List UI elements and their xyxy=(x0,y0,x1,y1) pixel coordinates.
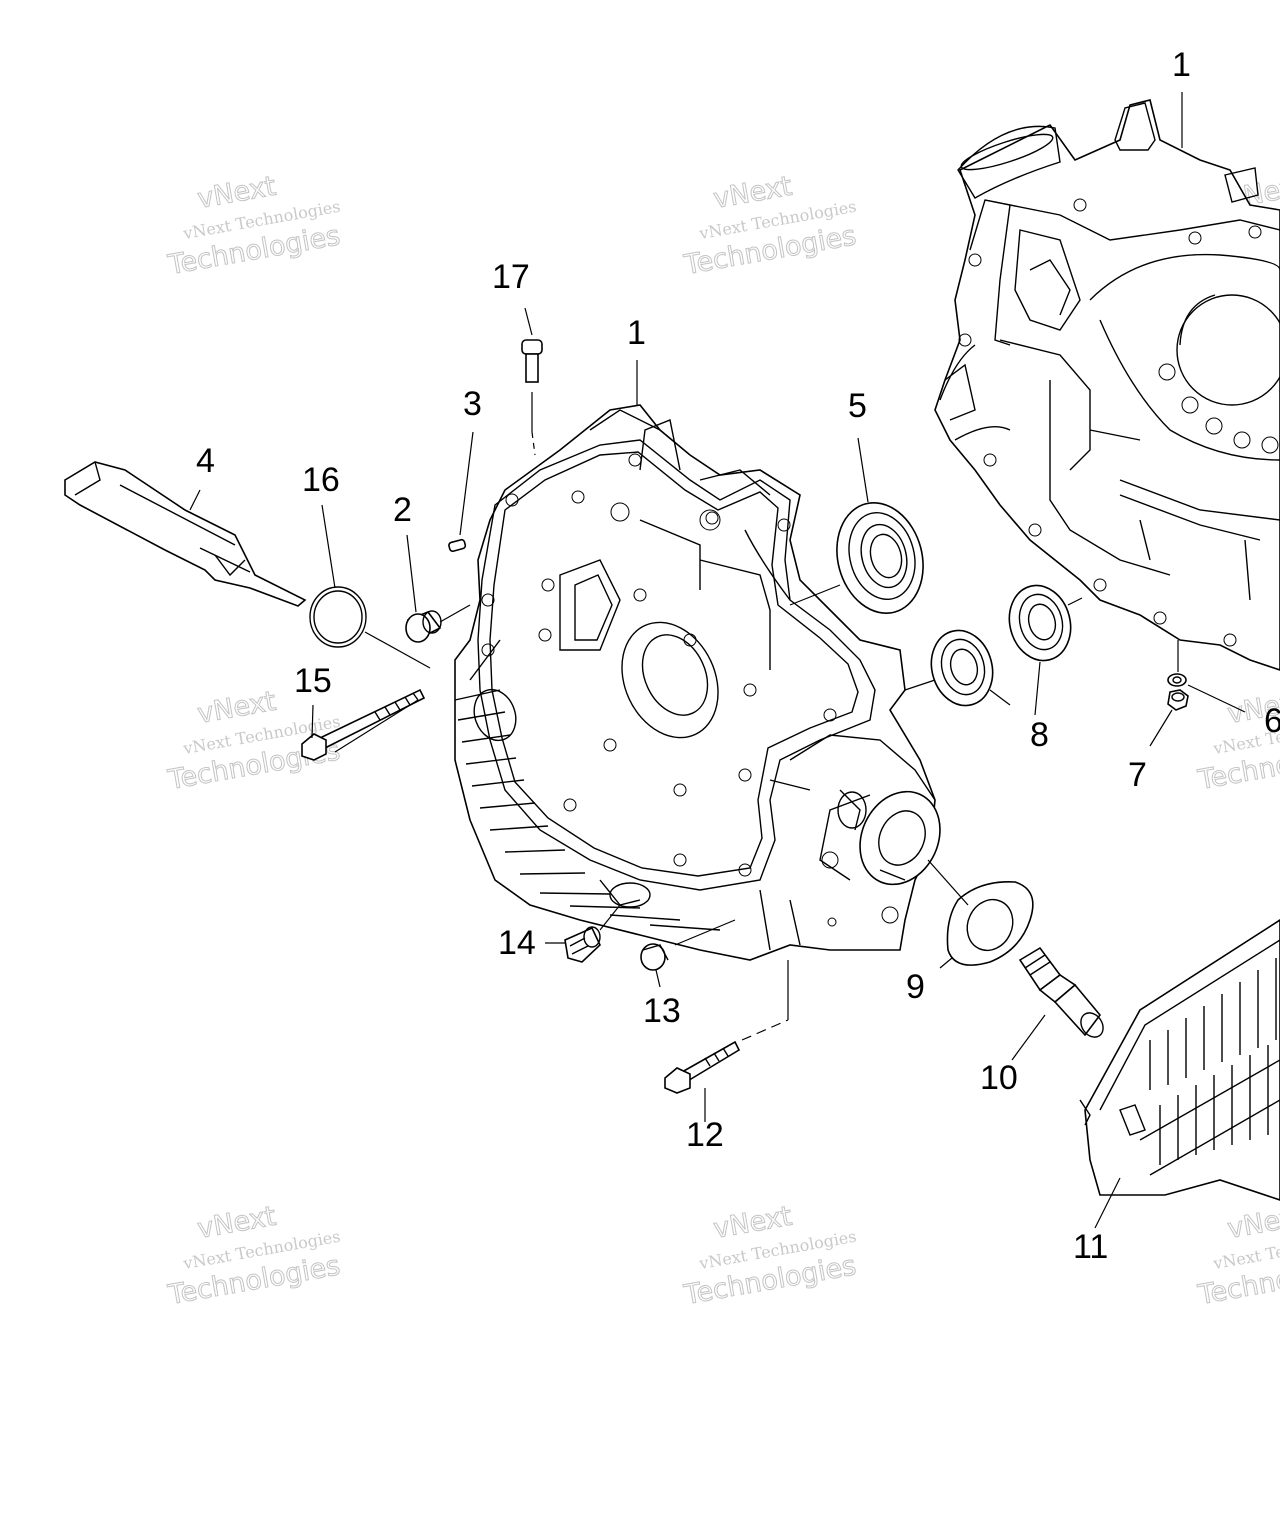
part-11-finned-cover xyxy=(1079,919,1280,1201)
callout-12: 12 xyxy=(686,1116,724,1154)
watermark-top-middle: vNext vNext Technologies Technologies xyxy=(681,170,859,281)
watermark-bottom-right: vNext vNext Technologies Technologies xyxy=(1195,1200,1280,1311)
watermark-top-left: vNext vNext Technologies Technologies xyxy=(165,170,343,281)
part-6-washer xyxy=(1167,673,1187,687)
part-8-bearing-lower xyxy=(930,629,994,707)
part-3-dowel-pin xyxy=(448,538,467,553)
watermark-big-line1: vNext xyxy=(195,171,278,215)
part-14-screw-plug xyxy=(564,926,601,963)
callout-9: 9 xyxy=(906,968,925,1006)
part-15-long-bolt xyxy=(301,688,426,761)
callout-15: 15 xyxy=(294,662,332,700)
callout-5: 5 xyxy=(848,387,867,425)
crankcase-left-half xyxy=(454,404,941,961)
part-17-bolt xyxy=(521,339,543,432)
callout-1-left-case: 1 xyxy=(627,314,646,352)
callout-13: 13 xyxy=(643,992,681,1030)
callout-6: 6 xyxy=(1264,702,1280,740)
watermark-big-line1: vNext xyxy=(711,1201,794,1245)
callout-1-right-case: 1 xyxy=(1172,46,1191,84)
part-8-bearing-upper xyxy=(1008,584,1072,662)
callout-2: 2 xyxy=(393,491,412,529)
leader-lines xyxy=(189,92,1246,1229)
callout-17: 17 xyxy=(492,258,530,296)
callout-14: 14 xyxy=(498,924,536,962)
part-2-collar xyxy=(405,610,442,643)
callout-3: 3 xyxy=(463,385,482,423)
callout-7: 7 xyxy=(1128,756,1147,794)
watermark-big-line1: vNext xyxy=(195,686,278,730)
part-16-o-ring xyxy=(309,586,367,648)
part-12-bolt xyxy=(664,1040,741,1094)
part-9-gasket xyxy=(946,881,1034,966)
callout-numbers: 1 1 17 3 4 16 2 15 5 8 6 7 9 10 11 12 13… xyxy=(196,46,1280,1266)
part-7-drain-plug xyxy=(1167,689,1189,711)
part-5-ball-bearing xyxy=(836,502,924,614)
watermark-big-line1: vNext xyxy=(711,171,794,215)
callout-8: 8 xyxy=(1030,716,1049,754)
part-13-plug xyxy=(640,943,669,971)
watermark-bottom-middle: vNext vNext Technologies Technologies xyxy=(681,1200,859,1311)
callout-16: 16 xyxy=(302,461,340,499)
watermark-bottom-left: vNext vNext Technologies Technologies xyxy=(165,1200,343,1311)
part-4-dipstick xyxy=(64,461,307,607)
crankcase-right-half xyxy=(934,99,1280,671)
watermark-big-line1: vNext xyxy=(1225,1201,1280,1245)
callout-4: 4 xyxy=(196,442,215,480)
callout-10: 10 xyxy=(980,1059,1018,1097)
callout-11: 11 xyxy=(1073,1228,1108,1266)
part-10-hose-fitting xyxy=(1018,946,1104,1038)
watermark-big-line1: vNext xyxy=(195,1201,278,1245)
